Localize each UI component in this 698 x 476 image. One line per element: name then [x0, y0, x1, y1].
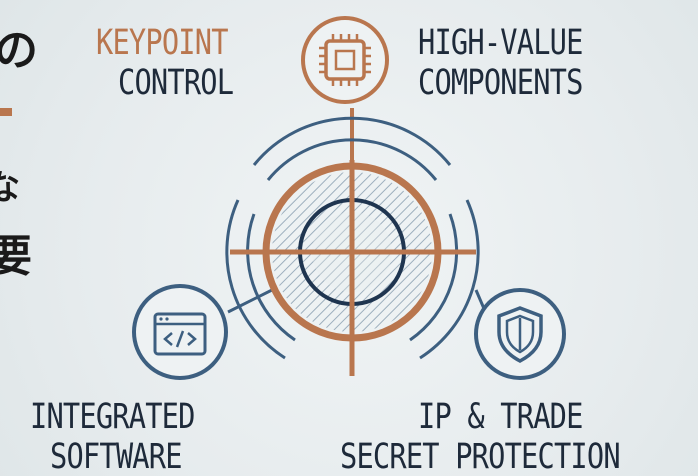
- secret-protection-label: SECRET PROTECTION: [340, 437, 621, 476]
- code-window-icon: [132, 284, 228, 380]
- integrated-label: INTEGRATED: [30, 397, 195, 437]
- crosshair-target-icon: [225, 116, 480, 376]
- keypoint-label: KEYPOINT: [96, 23, 228, 63]
- software-label: SOFTWARE: [50, 437, 182, 476]
- cropped-glyph-2: な: [0, 168, 20, 208]
- cropped-glyph-1: の: [0, 25, 38, 76]
- high-value-label: HIGH-VALUE: [418, 23, 583, 63]
- cropped-glyph-3: 要: [0, 231, 32, 282]
- connector-left: [227, 288, 273, 314]
- control-label: CONTROL: [118, 63, 234, 103]
- cropped-accent-dash: [0, 108, 12, 116]
- chip-icon: [301, 16, 389, 104]
- shield-icon: [474, 288, 566, 380]
- ip-trade-label: IP & TRADE: [418, 397, 583, 437]
- components-label: COMPONENTS: [418, 63, 583, 103]
